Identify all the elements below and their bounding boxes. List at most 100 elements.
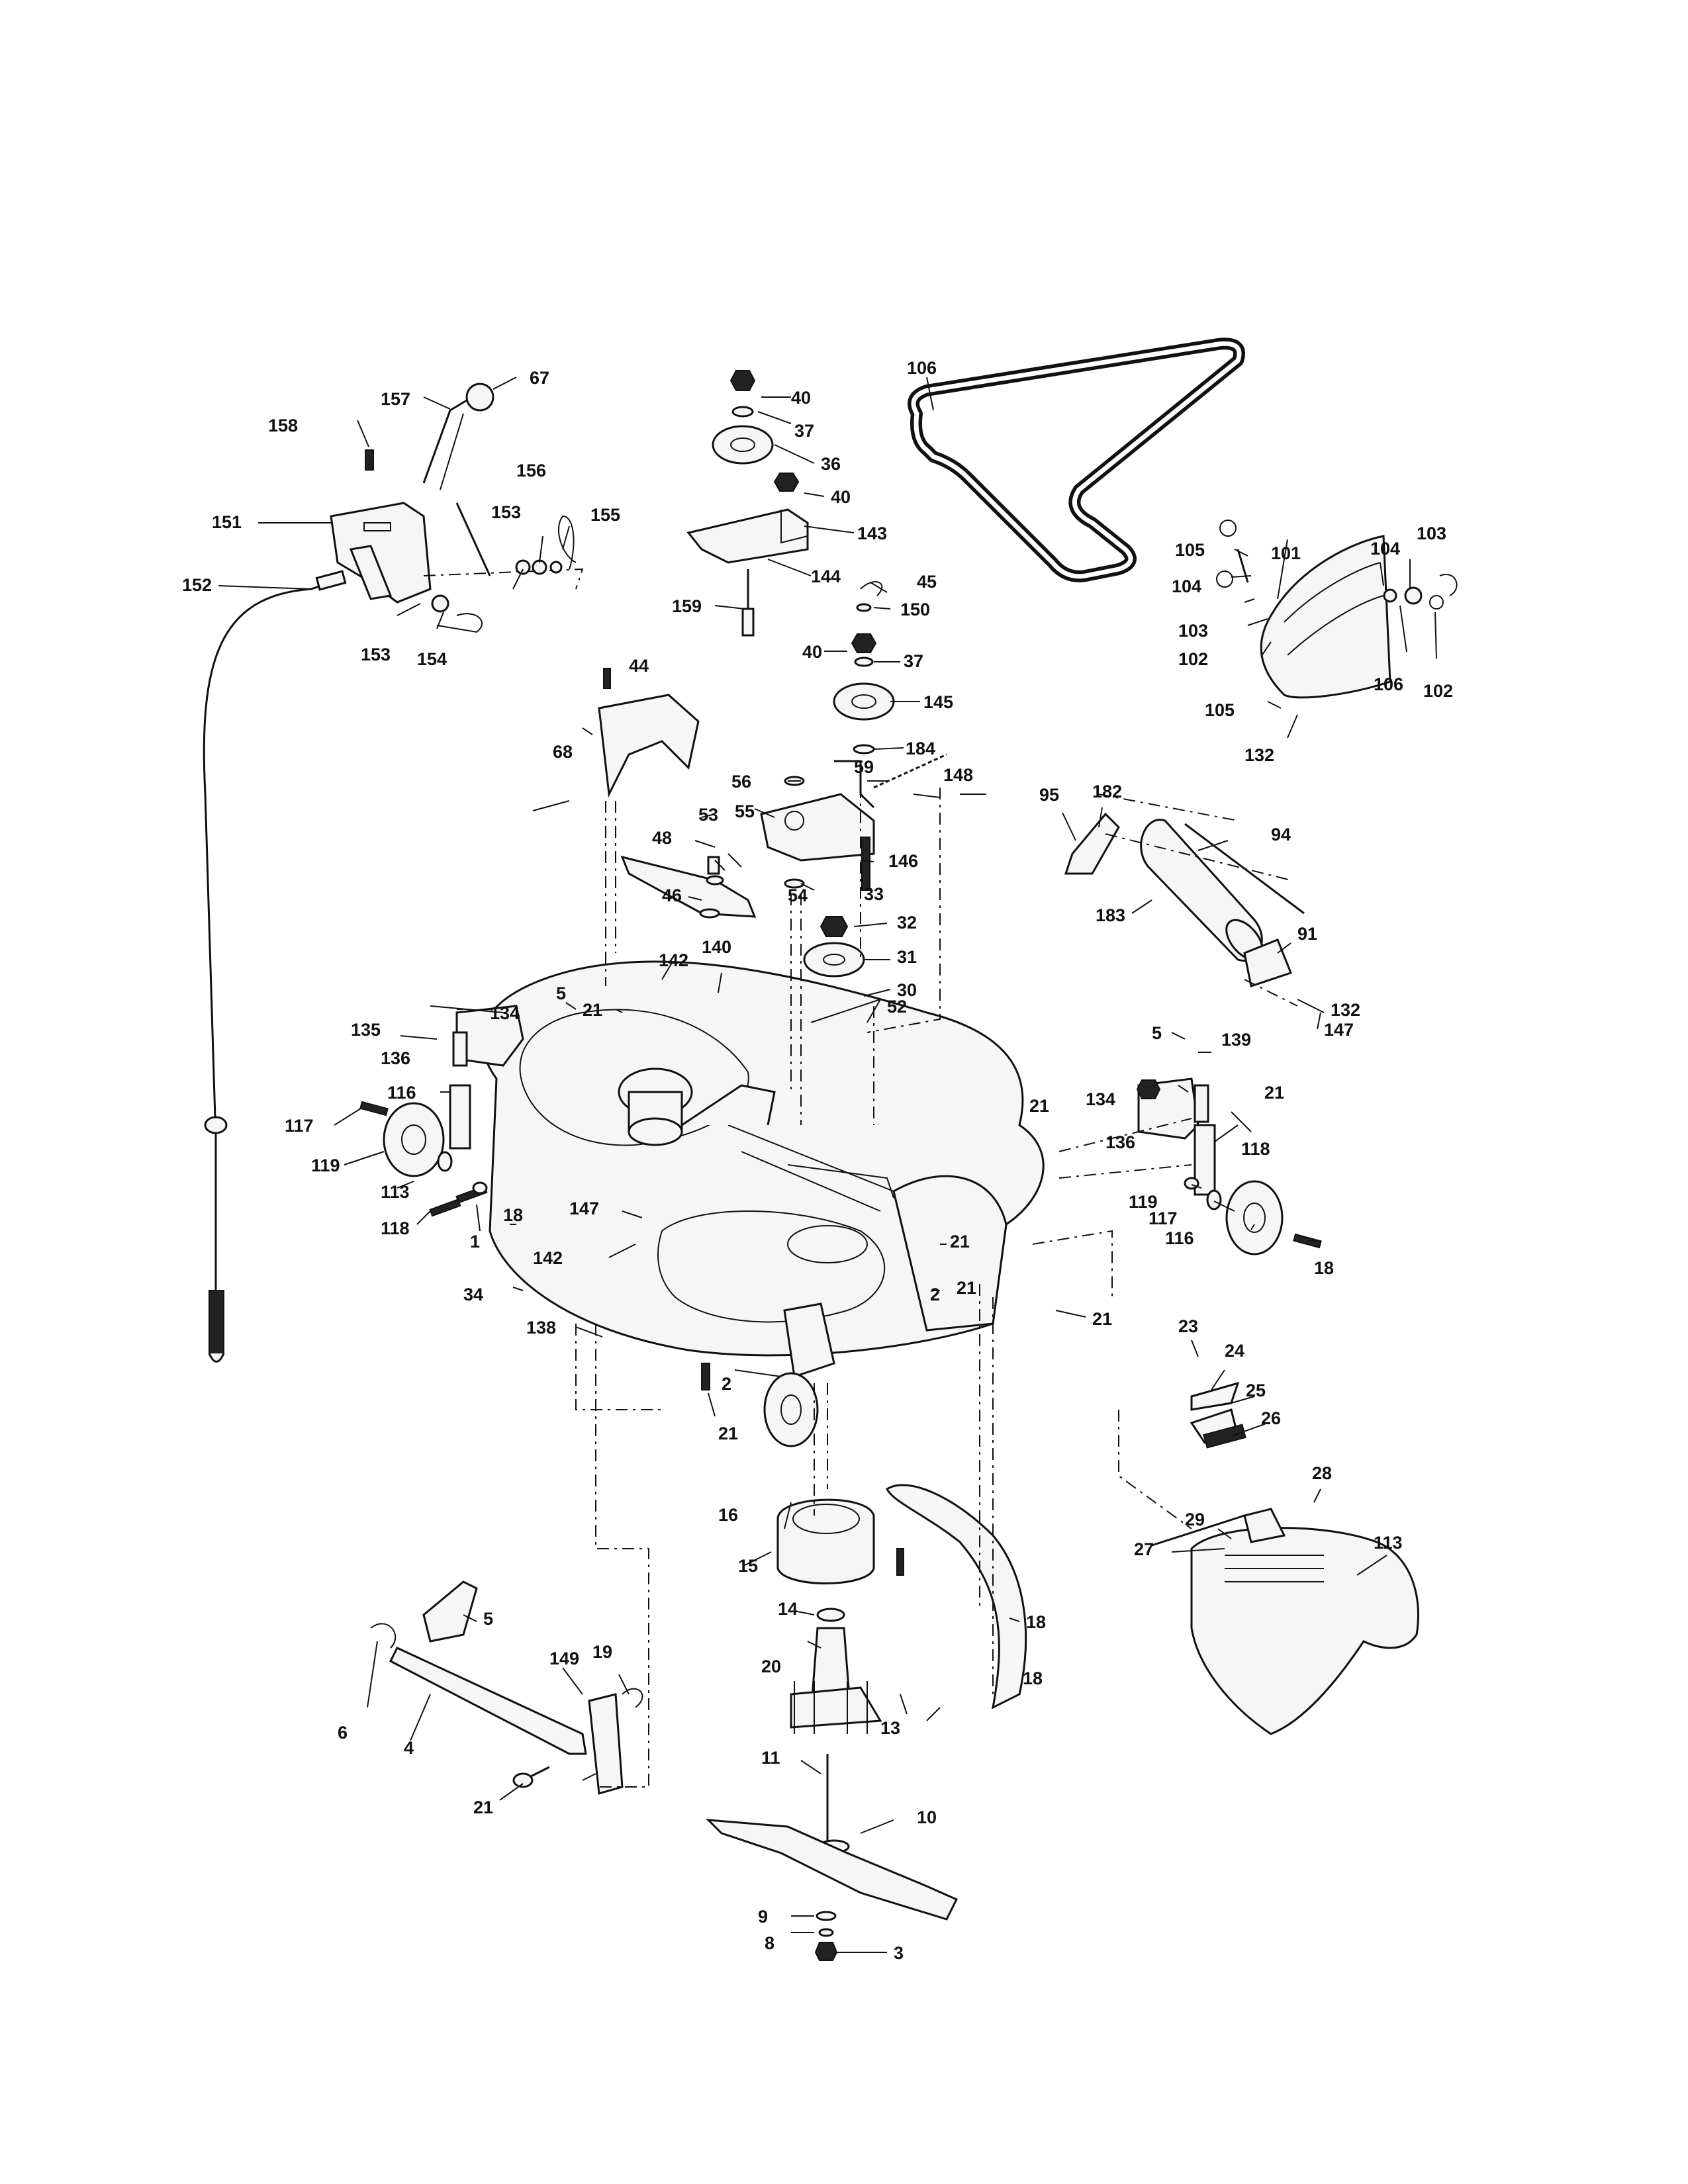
callout-labels: 67 157 158 151 152 153 156 155 153 154 4… — [182, 358, 1453, 1963]
callout: 113 — [1374, 1533, 1403, 1553]
callout: 36 — [821, 454, 841, 474]
callout: 48 — [652, 828, 672, 848]
callout: 156 — [516, 461, 546, 480]
callout: 150 — [900, 600, 930, 619]
callout: 151 — [212, 512, 242, 532]
callout: 139 — [1221, 1030, 1251, 1050]
callout: 21 — [950, 1232, 970, 1251]
callout: 95 — [1039, 785, 1059, 805]
callout: 102 — [1178, 649, 1208, 669]
callout: 182 — [1092, 782, 1122, 801]
callout: 37 — [904, 651, 923, 671]
callout: 105 — [1205, 700, 1235, 720]
callout: 20 — [761, 1657, 781, 1676]
blade-spindle-assembly — [706, 1484, 1027, 1961]
callout: 67 — [530, 368, 549, 388]
callout: 134 — [490, 1003, 520, 1023]
callout: 27 — [1134, 1539, 1154, 1559]
callout: 28 — [1312, 1463, 1332, 1483]
control-cable — [203, 570, 347, 1363]
callout: 136 — [381, 1048, 410, 1068]
callout: 135 — [351, 1020, 381, 1040]
callout: 5 — [556, 983, 566, 1003]
callout: 140 — [702, 937, 731, 957]
callout: 21 — [1029, 1096, 1049, 1116]
callout: 21 — [718, 1424, 738, 1443]
callout: 138 — [526, 1318, 556, 1338]
callout: 32 — [897, 913, 917, 933]
callout: 44 — [629, 656, 649, 676]
callout: 116 — [1165, 1228, 1194, 1248]
callout: 21 — [1092, 1309, 1112, 1329]
callout: 18 — [1026, 1612, 1046, 1632]
idler-arm-assembly — [598, 668, 947, 1063]
callout: 152 — [182, 575, 212, 595]
callout: 21 — [583, 1000, 602, 1020]
callout: 21 — [1264, 1083, 1284, 1103]
callout: 136 — [1105, 1132, 1135, 1152]
discharge-roller-assembly — [1064, 794, 1305, 1007]
callout: 148 — [943, 765, 973, 785]
callout: 23 — [1178, 1316, 1198, 1336]
callout: 102 — [1423, 681, 1453, 701]
callout: 154 — [417, 649, 447, 669]
front-right-wheel-assembly — [1136, 1077, 1322, 1255]
callout: 134 — [1086, 1089, 1115, 1109]
callout: 55 — [735, 801, 755, 821]
mower-deck — [481, 960, 1045, 1357]
lift-lever-assembly — [330, 383, 584, 633]
callout: 2 — [722, 1374, 731, 1394]
rear-wheel-assembly — [701, 1302, 835, 1447]
callout: 13 — [880, 1718, 900, 1738]
callout: 40 — [791, 388, 811, 408]
callout: 144 — [811, 567, 841, 586]
callout: 142 — [659, 950, 688, 970]
callout: 16 — [718, 1505, 738, 1525]
callout: 104 — [1370, 539, 1400, 559]
callout: 52 — [887, 997, 907, 1017]
callout: 33 — [864, 884, 884, 904]
callout: 142 — [533, 1248, 563, 1268]
callout: 153 — [361, 645, 391, 664]
callout: 10 — [917, 1807, 937, 1827]
callout: 116 — [387, 1083, 416, 1103]
callout: 147 — [1324, 1020, 1354, 1040]
callout: 4 — [404, 1738, 414, 1758]
callout: 11 — [761, 1748, 780, 1768]
callout: 40 — [831, 487, 851, 507]
callout: 113 — [381, 1182, 410, 1202]
callout: 104 — [1172, 576, 1201, 596]
callout: 132 — [1244, 745, 1274, 765]
callout: 118 — [1241, 1139, 1270, 1159]
callout: 117 — [1149, 1208, 1178, 1228]
callout: 101 — [1271, 543, 1301, 563]
callout: 53 — [698, 805, 718, 825]
discharge-deflector-top — [1216, 520, 1458, 699]
callout: 119 — [311, 1156, 340, 1175]
callout: 103 — [1417, 523, 1446, 543]
callout: 9 — [758, 1907, 768, 1927]
callout: 146 — [888, 851, 918, 871]
callout: 19 — [592, 1642, 612, 1662]
callout: 5 — [1152, 1023, 1162, 1043]
callout: 2 — [930, 1285, 940, 1304]
callout: 54 — [788, 886, 808, 905]
callout: 24 — [1225, 1341, 1244, 1361]
callout: 18 — [1023, 1668, 1043, 1688]
callout: 30 — [897, 980, 917, 1000]
callout: 59 — [854, 757, 874, 777]
callout: 91 — [1297, 924, 1317, 944]
callout: 15 — [738, 1556, 758, 1576]
callout: 25 — [1246, 1381, 1266, 1400]
callout: 153 — [491, 502, 521, 522]
callout: 159 — [672, 596, 702, 616]
discharge-chute — [1151, 1381, 1419, 1735]
callout: 103 — [1178, 621, 1208, 641]
callout: 56 — [731, 772, 751, 792]
callout: 132 — [1331, 1000, 1360, 1020]
callout: 21 — [957, 1278, 976, 1298]
drive-belt — [908, 338, 1245, 582]
callout: 40 — [802, 642, 822, 662]
